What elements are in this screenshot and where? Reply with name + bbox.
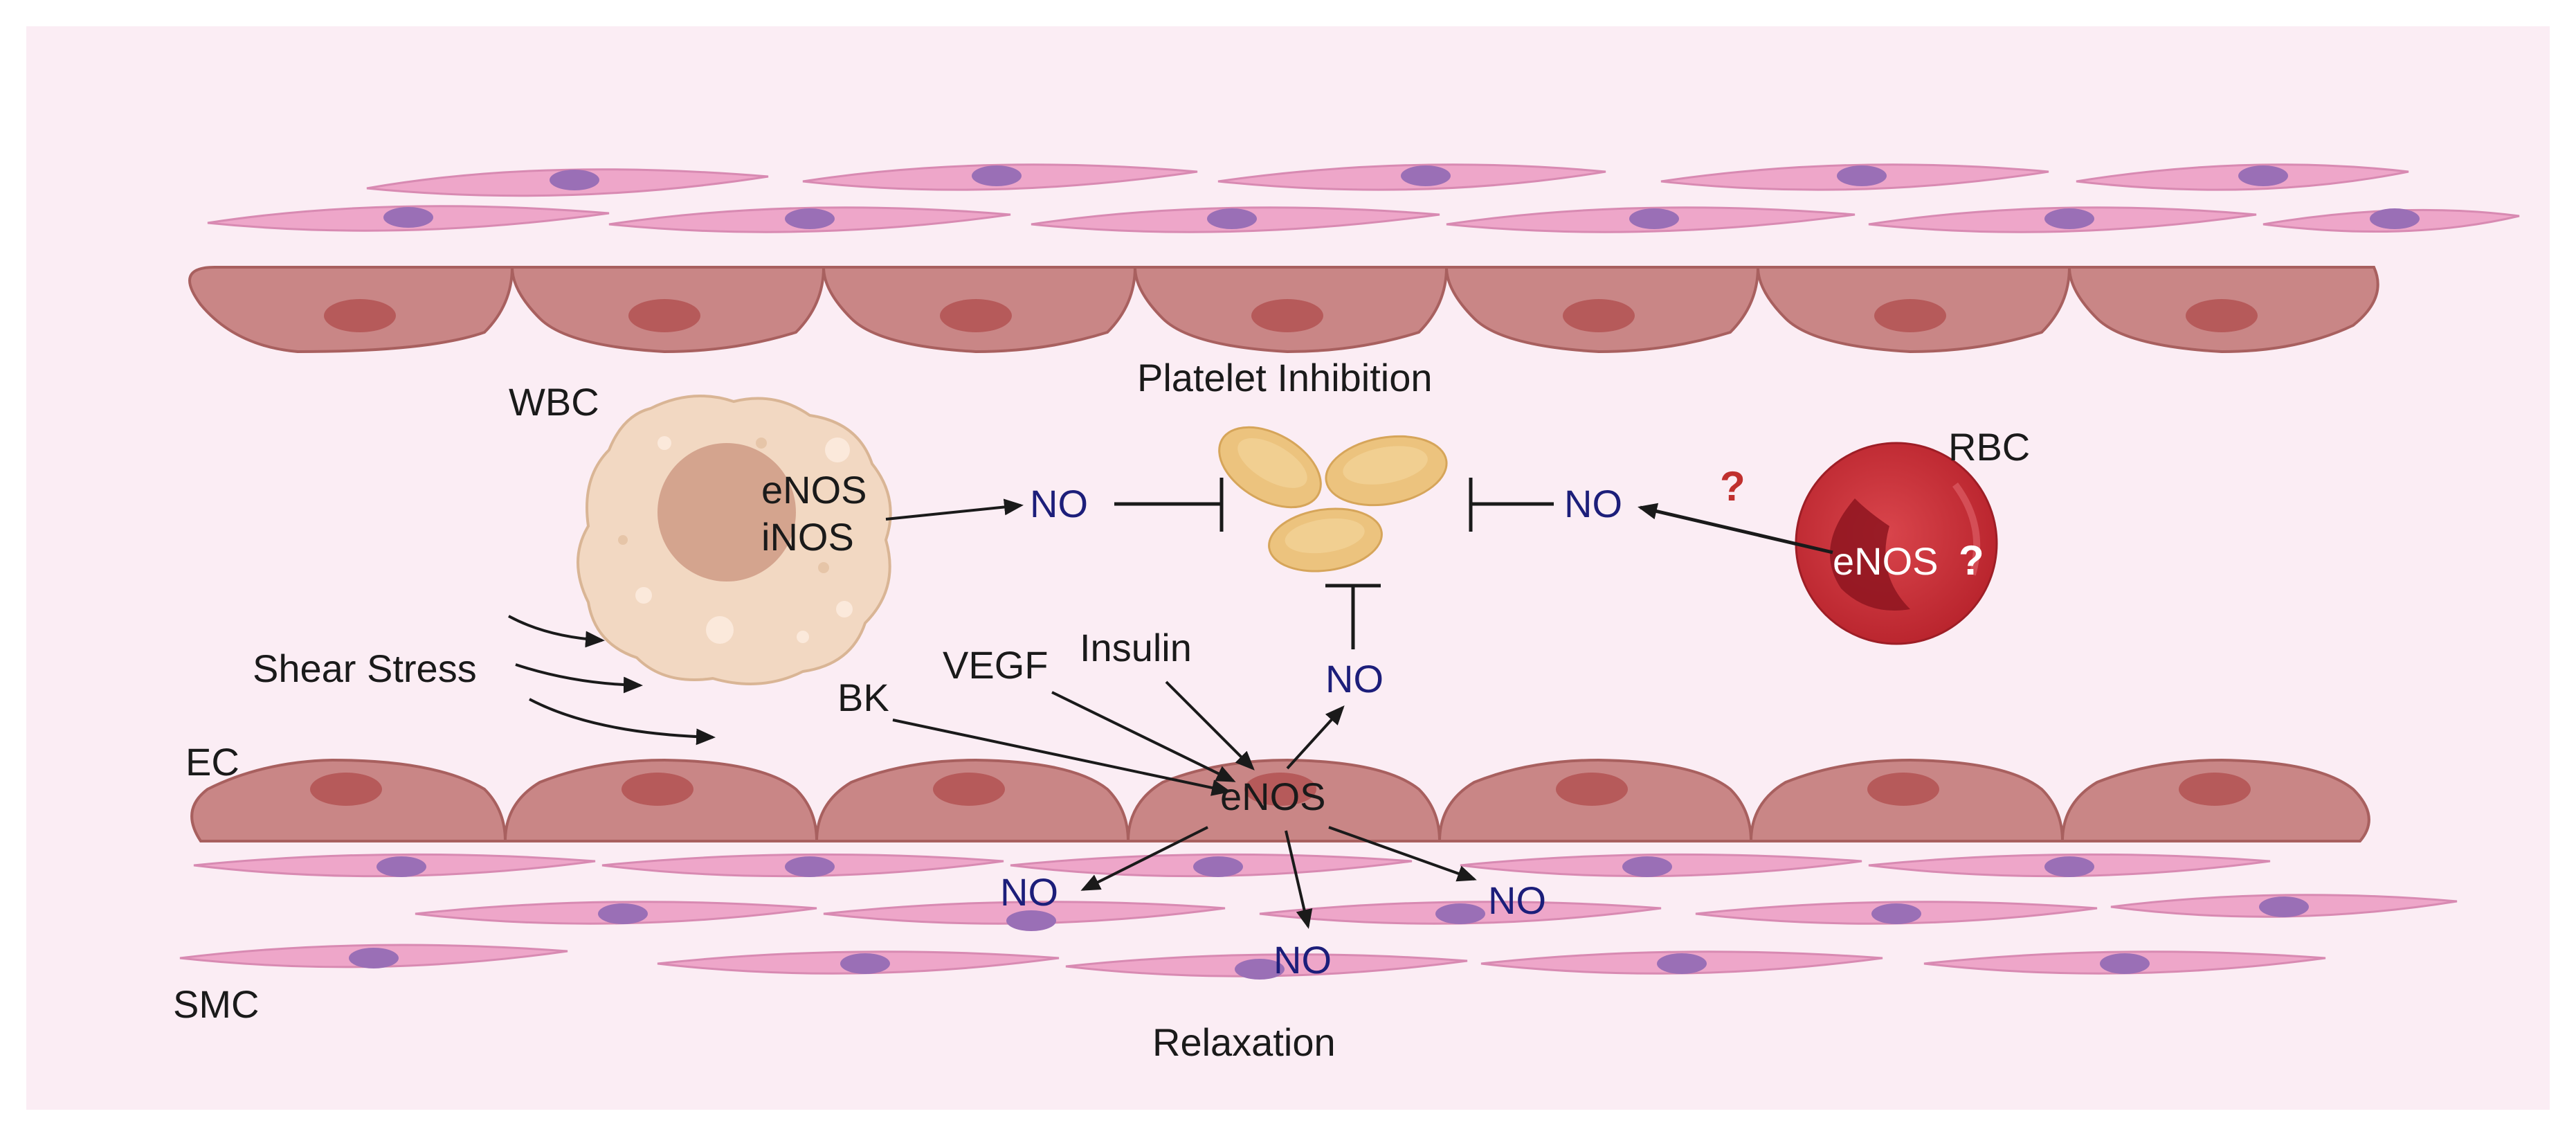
enos-to-no-up-arrow (1286, 705, 1345, 770)
smc-cell (1923, 950, 2326, 975)
platelet (1218, 426, 1322, 509)
smc-cell (1695, 901, 2098, 925)
wbc-nucleus (657, 443, 796, 581)
smc-cell (193, 853, 596, 878)
wbc-label: WBC (509, 380, 599, 424)
smc-cell (1660, 163, 2049, 191)
smc-cell (1480, 950, 1883, 975)
red-blood-cell (1795, 442, 1998, 645)
smc-cell (207, 205, 610, 232)
platelets (1218, 426, 1448, 572)
smc-cell (1460, 853, 1862, 878)
smc-cell (2110, 894, 2458, 918)
shear-arrow (508, 615, 605, 648)
inhibition-left (1114, 478, 1224, 532)
smc-cell (802, 163, 1198, 191)
vegf-label: VEGF (943, 643, 1048, 687)
smc-label: SMC (173, 982, 259, 1026)
smc-cell (608, 206, 1011, 233)
smc-cell (1446, 206, 1856, 233)
shear-arrow (515, 663, 643, 694)
no-arrow-mid (1285, 830, 1313, 929)
endothelial-cell (1126, 758, 1442, 842)
bottom-smooth-muscle-layer (179, 853, 2458, 980)
endothelial-cell (503, 758, 819, 842)
smc-cell (601, 853, 1004, 878)
inhibition-below (1325, 584, 1381, 649)
smc-cell (415, 901, 817, 925)
insulin-arrow (1165, 680, 1255, 770)
smc-cell (1217, 163, 1606, 191)
endothelial-cell (1133, 266, 1449, 354)
smc-cell (823, 901, 1226, 931)
bk-label: BK (837, 676, 889, 719)
platelet-inhibition-label: Platelet Inhibition (1137, 356, 1433, 399)
smc-cell (179, 944, 568, 968)
smc-cell (2262, 208, 2520, 233)
wbc-inos-label: iNOS (761, 515, 854, 559)
insulin-label: Insulin (1080, 626, 1192, 669)
shear-arrow (529, 698, 716, 746)
bottom-endothelial-layer (190, 758, 2370, 842)
no-label-above-enos: NO (1325, 657, 1384, 701)
top-endothelial-layer (188, 266, 2379, 354)
no-arrow-left (1080, 826, 1208, 891)
smc-cell (1031, 206, 1440, 233)
wbc-enos-label: eNOS (761, 468, 867, 512)
bk-arrow (892, 719, 1231, 796)
top-smooth-muscle-layer (207, 163, 2520, 233)
endothelial-cell (815, 758, 1130, 842)
platelet (1325, 435, 1448, 507)
smc-cell (1065, 953, 1468, 980)
platelet (1268, 507, 1383, 572)
endothelial-cell (188, 266, 514, 354)
vegf-arrow (1051, 691, 1236, 782)
endothelial-cell (510, 266, 826, 354)
no-arrow-right (1328, 826, 1477, 882)
wbc-to-no-arrow (885, 498, 1024, 521)
endothelial-cell (2060, 758, 2370, 842)
smc-cell (1259, 901, 1662, 925)
smc-cell (366, 168, 769, 197)
question-mark-rbc: ? (1959, 537, 1984, 584)
ec-enos-label: eNOS (1220, 775, 1326, 818)
white-blood-cell (577, 395, 892, 685)
endothelial-cell (2067, 266, 2379, 354)
endothelial-cell (1437, 758, 1753, 842)
no-label-mid: NO (1273, 938, 1332, 982)
smc-cell (1868, 206, 2257, 233)
inhibition-right (1469, 478, 1554, 532)
enos-output-arrows (1080, 826, 1477, 929)
no-label-wbc: NO (1030, 482, 1088, 525)
shear-stress-arrows (508, 615, 716, 746)
smc-cell (1868, 853, 2271, 878)
smc-cell (657, 950, 1060, 975)
endothelial-cell (822, 266, 1137, 354)
endothelial-cell (190, 758, 507, 842)
endothelial-cell (1756, 266, 2071, 354)
enos-input-arrows (892, 680, 1255, 796)
ec-label: EC (185, 740, 239, 784)
question-mark-arrow: ? (1720, 463, 1745, 510)
smc-cell (2076, 163, 2409, 191)
smc-cell (1010, 853, 1413, 878)
no-label-right: NO (1488, 878, 1546, 922)
no-label-left: NO (1000, 870, 1058, 914)
relaxation-label: Relaxation (1152, 1020, 1336, 1064)
endothelial-cell (1749, 758, 2065, 842)
shear-stress-label: Shear Stress (253, 647, 477, 690)
rbc-label: RBC (1948, 425, 2030, 469)
endothelial-cell (1444, 266, 1760, 354)
no-label-rbc: NO (1564, 482, 1622, 525)
rbc-to-no-arrow (1638, 503, 1833, 555)
rbc-enos-label: eNOS (1833, 539, 1939, 583)
